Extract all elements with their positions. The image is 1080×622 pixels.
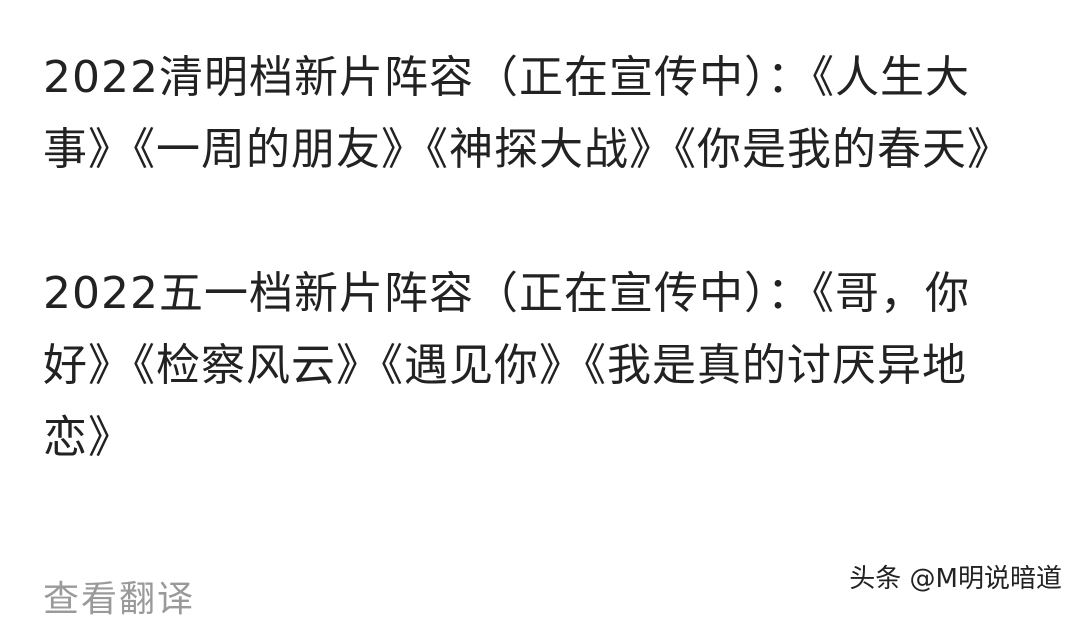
may-day-lineup-paragraph: 2022五一档新片阵容（正在宣传中）：《哥，你好》《检察风云》《遇见你》《我是真… xyxy=(43,268,970,463)
post-content: 2022清明档新片阵容（正在宣传中）：《人生大事》《一周的朋友》《神探大战》《你… xyxy=(43,42,1033,474)
watermark: 头条 @M明说暗道 xyxy=(849,564,1062,594)
qingming-lineup-paragraph: 2022清明档新片阵容（正在宣传中）：《人生大事》《一周的朋友》《神探大战》《你… xyxy=(43,52,1012,175)
view-translation-link[interactable]: 查看翻译 xyxy=(43,579,196,620)
